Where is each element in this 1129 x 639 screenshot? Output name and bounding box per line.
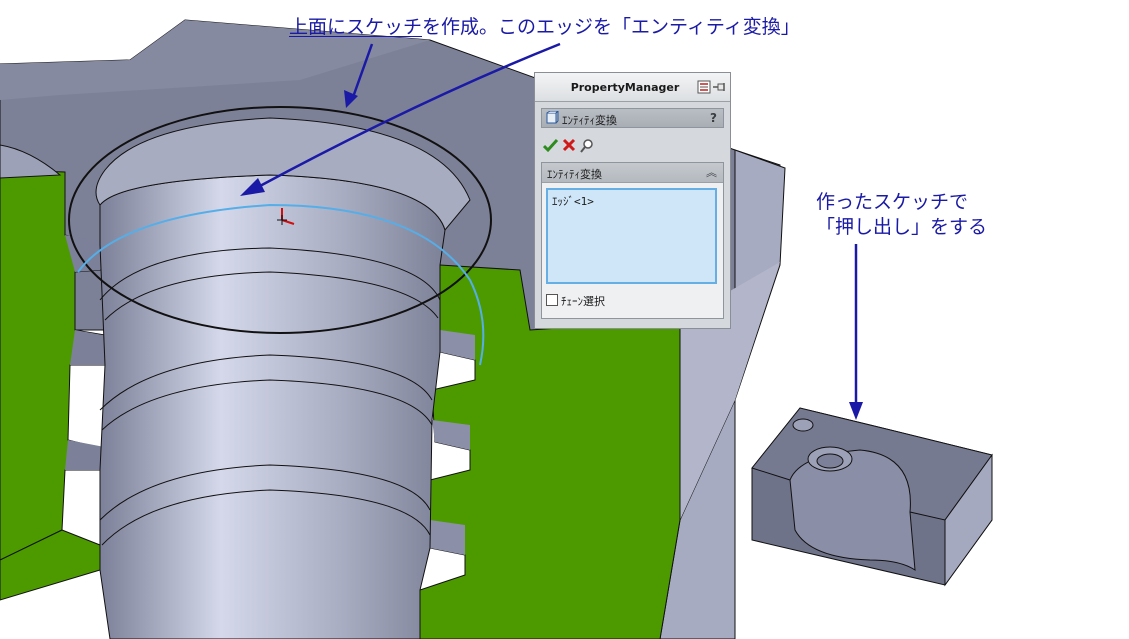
cancel-x-icon[interactable] [562,138,576,152]
action-buttons [542,137,623,155]
cursor-cross-icon [277,215,287,225]
annotation-right-line1: 作ったスケッチで [816,191,969,213]
arrow-to-top-face [344,43,374,108]
section-face-right [419,264,681,639]
tree-toggle-icon[interactable] [697,80,711,94]
chain-select-label: ﾁｪｰﾝ選択 [561,295,605,308]
left-pocket [0,144,62,179]
feature-header: ｴﾝﾃｨﾃｨ変換 ? [541,108,724,128]
property-manager-titlebar: PropertyManager [535,73,730,102]
property-manager-title: PropertyManager [570,81,680,94]
chain-select-checkbox[interactable] [546,294,558,306]
detail-preview-icon[interactable] [580,139,593,153]
annotation-top: 上面にスケッチを作成。このエッジを「エンティティ変換」 [289,15,800,39]
selection-item[interactable]: ｴｯｼﾞ<1> [552,195,594,208]
converted-edge [77,203,485,366]
collapse-chevron-icon[interactable]: ︽ [706,166,717,179]
pin-icon[interactable] [713,83,725,91]
group-title: ｴﾝﾃｨﾃｨ変換 [547,168,602,181]
sketch-ellipse [68,106,492,334]
annotation-top-part1: 上面にスケッチ [289,16,423,38]
arrow-to-extrusion [849,244,863,420]
selection-list[interactable]: ｴｯｼﾞ<1> [546,188,717,284]
arrow-to-edge [240,42,561,196]
annotation-top-part2: を作成。このエッジを「エンティティ変換」 [422,16,800,38]
bore-surface [95,117,471,639]
convert-entities-icon [546,111,559,124]
extruded-part [751,407,993,587]
titlebar-icons [697,80,727,94]
group-header[interactable]: ｴﾝﾃｨﾃｨ変換 ︽ [542,163,723,183]
feature-name: ｴﾝﾃｨﾃｨ変換 [562,114,617,127]
help-button[interactable]: ? [710,111,717,125]
convert-entities-group: ｴﾝﾃｨﾃｨ変換 ︽ ｴｯｼﾞ<1> ﾁｪｰﾝ選択 [541,162,724,319]
property-manager-panel: PropertyManager [534,72,731,329]
ok-check-icon[interactable] [542,138,559,153]
annotation-right-line2: 「押し出し」をする [816,216,988,238]
